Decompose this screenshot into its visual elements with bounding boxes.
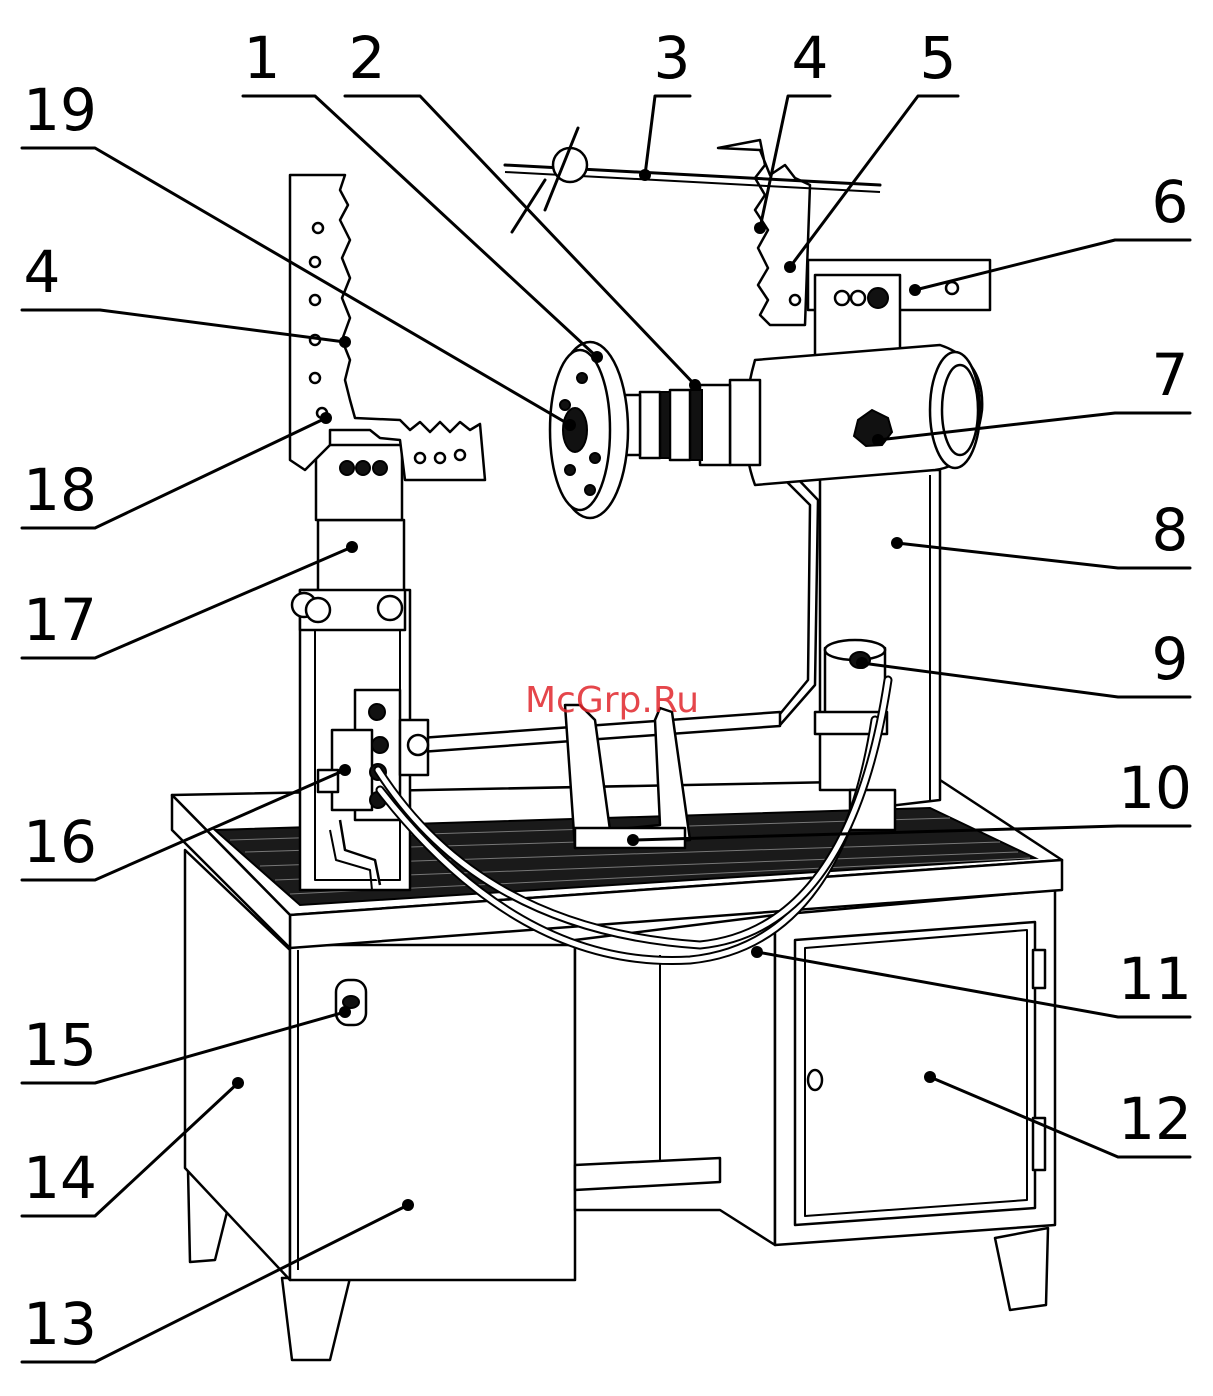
callout-4b: 4 (24, 238, 61, 306)
callout-14: 14 (23, 1144, 97, 1212)
callout-4a: 4 (792, 24, 829, 92)
leader-dot-3 (639, 169, 651, 181)
leader-dot-9 (856, 657, 868, 669)
hole (415, 453, 425, 463)
flange-hole (565, 465, 575, 475)
leader-dot-1 (591, 351, 603, 363)
leader-3 (645, 96, 690, 175)
left-notched-bracket (290, 175, 485, 480)
bent-arm (775, 476, 818, 725)
leader-dot-19 (564, 419, 576, 431)
leader-2 (345, 96, 695, 385)
bolt (373, 461, 387, 475)
leg-front-left (282, 1278, 350, 1360)
callout-12: 12 (1118, 1085, 1192, 1153)
bolt (340, 461, 354, 475)
leader-dot-13 (402, 1199, 414, 1211)
flange-hole (577, 373, 587, 383)
leader-dot-11 (751, 946, 763, 958)
right-cabinet-door (795, 922, 1035, 1225)
callout-19: 19 (23, 76, 97, 144)
hole (455, 450, 465, 460)
leader-dot-6 (909, 284, 921, 296)
leader-dot-10 (627, 834, 639, 846)
leader-dot-2 (689, 379, 701, 391)
callout-8: 8 (1152, 496, 1189, 564)
hole (310, 295, 320, 305)
bolt (851, 291, 865, 305)
hole (946, 282, 958, 294)
callout-16: 16 (23, 808, 97, 876)
callout-6: 6 (1152, 168, 1189, 236)
roller (378, 596, 402, 620)
leg-front-right (995, 1228, 1048, 1310)
hole (313, 223, 323, 233)
callout-17: 17 (23, 586, 97, 654)
bolt (356, 461, 370, 475)
leader-dot-12 (924, 1071, 936, 1083)
leader-dot-17 (346, 541, 358, 553)
right-post (820, 470, 940, 810)
flange-hole (560, 400, 570, 410)
left-cabinet-door (290, 945, 575, 1280)
bolt (835, 291, 849, 305)
flange-hub (563, 408, 587, 452)
leader-dot-16 (339, 764, 351, 776)
callout-9: 9 (1152, 625, 1189, 693)
callout-2: 2 (349, 24, 386, 92)
callout-1: 1 (244, 24, 281, 92)
callout-11: 11 (1118, 945, 1192, 1013)
flange-hole (590, 453, 600, 463)
leader-dot-5 (784, 261, 796, 273)
hole (790, 295, 800, 305)
callout-5: 5 (920, 24, 957, 92)
callout-3: 3 (654, 24, 691, 92)
left-clamp-block (316, 445, 402, 520)
flange-hole (585, 485, 595, 495)
leader-dot-7 (872, 434, 884, 446)
leader-dot-14 (232, 1077, 244, 1089)
machine-drawing (172, 128, 1062, 1360)
callout-15: 15 (23, 1011, 97, 1079)
right-clamp-block (815, 275, 900, 360)
callout-18: 18 (23, 456, 97, 524)
callout-7: 7 (1152, 341, 1189, 409)
hole (310, 373, 320, 383)
watermark: McGrp.Ru (525, 680, 699, 721)
leader-dot-4a (754, 222, 766, 234)
right-door-lock (808, 1070, 822, 1090)
spindle-housing-cap (942, 365, 978, 455)
hole (310, 257, 320, 267)
leader-dot-18 (320, 412, 332, 424)
hinge-upper (1033, 950, 1045, 988)
leader-dot-15 (339, 1006, 351, 1018)
leader-dot-8 (891, 537, 903, 549)
leader-dot-4b (339, 336, 351, 348)
bolt (868, 288, 888, 308)
roller (306, 598, 330, 622)
hole (435, 453, 445, 463)
callout-10: 10 (1118, 754, 1192, 822)
callout-13: 13 (23, 1290, 97, 1358)
spindle-rings (620, 380, 760, 465)
